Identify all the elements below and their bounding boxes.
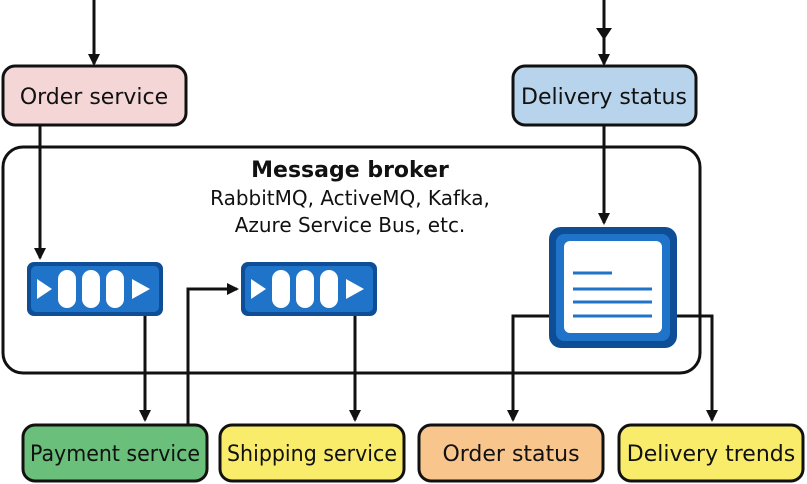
log-document-icon — [549, 227, 677, 348]
delivery-trends-label: Delivery trends — [627, 442, 795, 467]
payment-service-box[interactable]: Payment service — [21, 423, 209, 483]
broker-title: Message broker — [251, 158, 449, 183]
arrow-payment-to-queue2 — [186, 283, 239, 424]
order-service-label: Order service — [20, 85, 168, 110]
order-status-label: Order status — [442, 442, 579, 467]
queue-icon — [27, 262, 163, 316]
order-service-box[interactable]: Order service — [1, 64, 188, 127]
broker-subtitle-line2: Azure Service Bus, etc. — [235, 213, 466, 237]
payment-service-label: Payment service — [30, 442, 200, 467]
delivery-status-box[interactable]: Delivery status — [511, 64, 698, 127]
queue-icon — [241, 262, 377, 316]
shipping-service-box[interactable]: Shipping service — [218, 423, 406, 483]
order-status-box[interactable]: Order status — [417, 423, 605, 483]
delivery-status-label: Delivery status — [521, 85, 687, 110]
double-arrow-head — [596, 28, 612, 40]
shipping-service-label: Shipping service — [227, 442, 397, 467]
arrow-log-to-order-status — [507, 314, 549, 422]
arrow-log-to-delivery-trends — [677, 314, 718, 422]
delivery-trends-box[interactable]: Delivery trends — [617, 423, 805, 483]
broker-subtitle-line1: RabbitMQ, ActiveMQ, Kafka, — [210, 186, 490, 210]
